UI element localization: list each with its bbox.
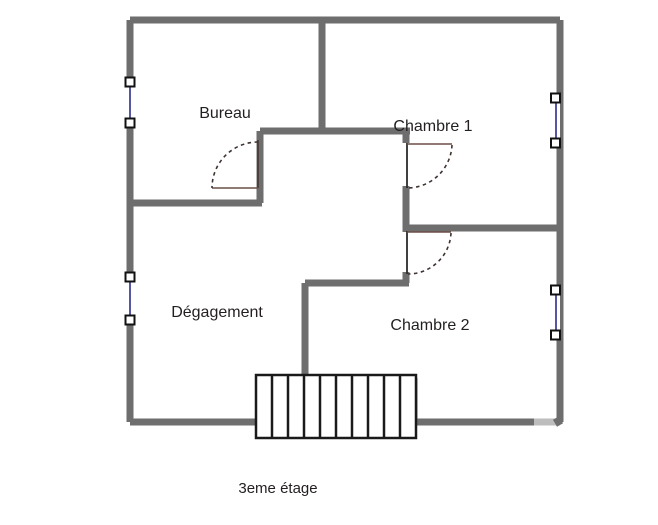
door-bureau bbox=[211, 140, 259, 189]
wall-outer-bottom-right-cap bbox=[552, 416, 564, 427]
window-right-lower-node-top bbox=[550, 284, 561, 296]
staircase-treads bbox=[270, 375, 402, 438]
window-right-upper-node-top bbox=[550, 92, 561, 104]
walls-group bbox=[126, 16, 564, 427]
window-left-upper-node-bottom bbox=[124, 117, 136, 129]
door-chambre-2 bbox=[406, 231, 452, 275]
window-right-lower bbox=[550, 284, 561, 341]
room-label-bureau: Bureau bbox=[199, 105, 251, 122]
window-left-lower-node-bottom bbox=[124, 314, 136, 326]
staircase bbox=[254, 373, 418, 440]
room-label-chambre-2: Chambre 2 bbox=[390, 317, 469, 334]
window-left-lower-node-top bbox=[124, 271, 136, 283]
window-right-lower-node-bottom bbox=[550, 329, 561, 341]
door-bureau-swing-arc bbox=[211, 141, 259, 189]
window-left-lower bbox=[124, 271, 136, 326]
door-chambre-2-swing-arc bbox=[407, 232, 452, 275]
window-left-upper-node-top bbox=[124, 76, 136, 88]
room-label-degagement: Dégagement bbox=[171, 304, 263, 321]
door-chambre-1 bbox=[406, 143, 453, 189]
room-label-chambre-1: Chambre 1 bbox=[393, 118, 472, 135]
door-chambre-1-swing-arc bbox=[407, 144, 453, 189]
plan-caption: 3eme étage bbox=[238, 480, 317, 497]
window-right-upper bbox=[550, 92, 561, 149]
window-right-upper-node-bottom bbox=[550, 137, 561, 149]
window-left-upper bbox=[124, 76, 136, 129]
